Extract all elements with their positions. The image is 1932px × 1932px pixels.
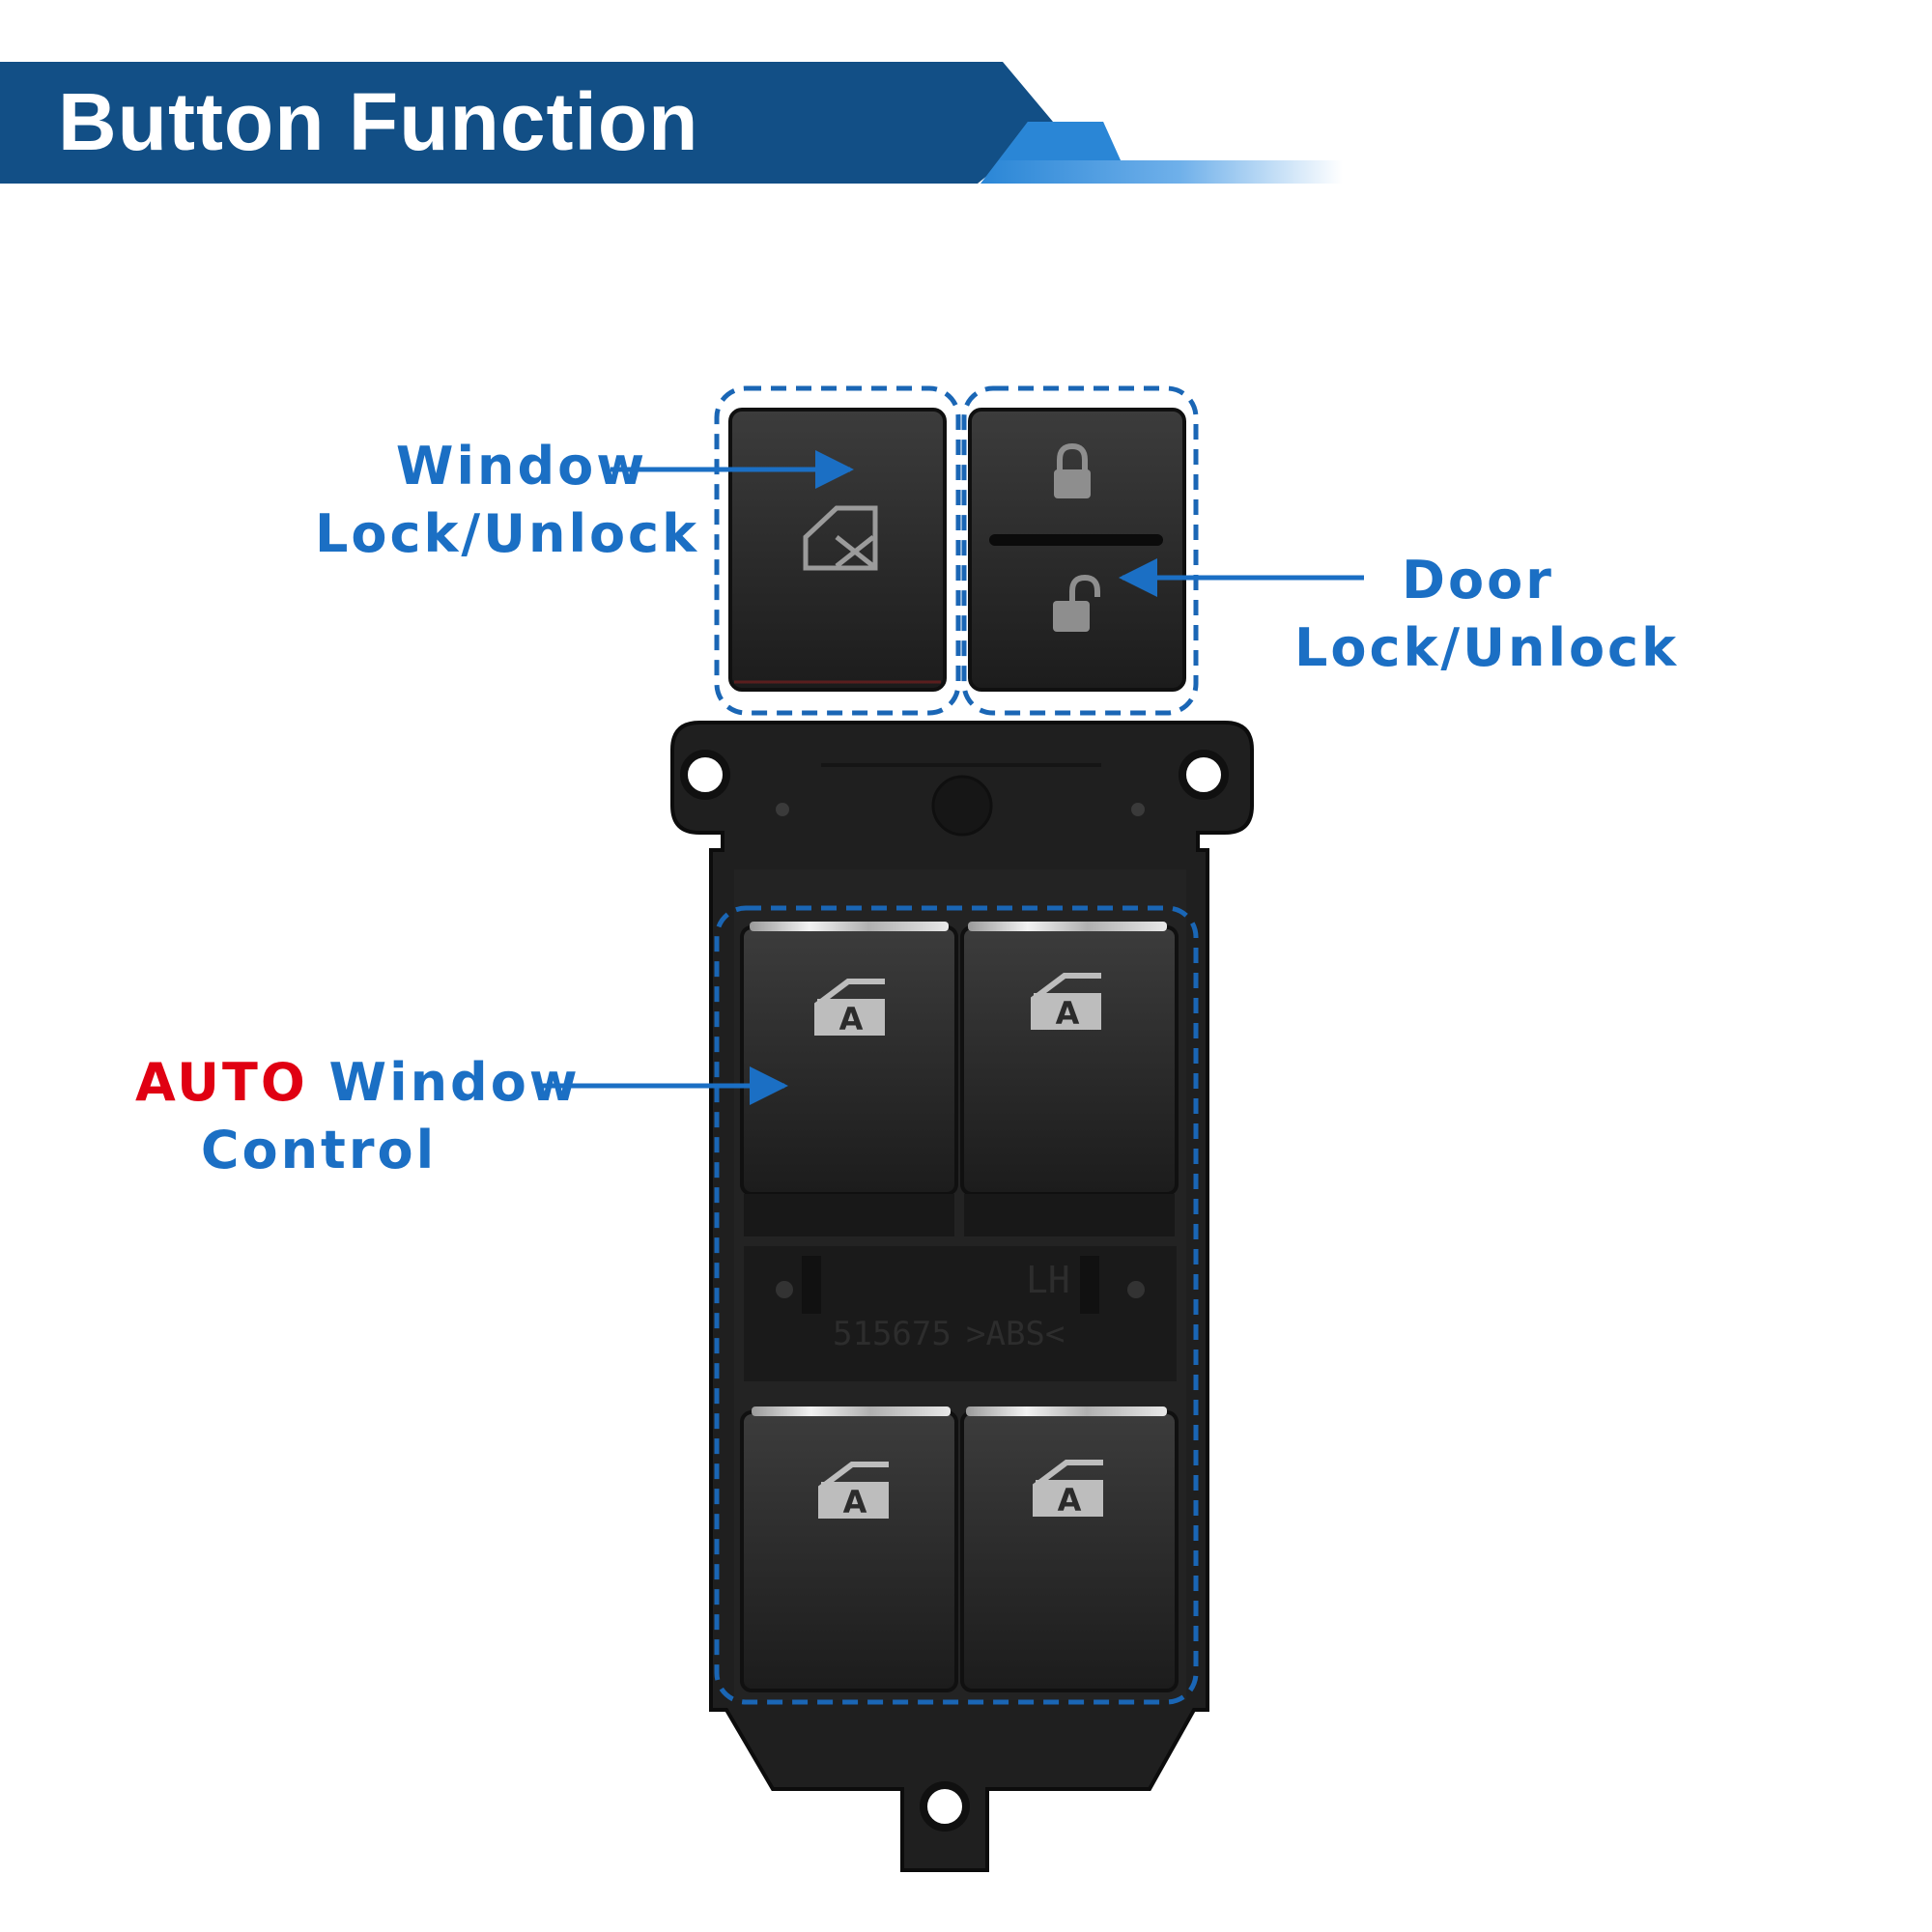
panel-body xyxy=(670,721,1254,1872)
window-lock-callout-outline xyxy=(714,385,961,716)
door-lock-label-line1: Door xyxy=(1402,550,1554,611)
svg-text:A: A xyxy=(843,1484,867,1520)
page-title: Button Function xyxy=(58,76,699,167)
window-lock-label-line2: Lock/Unlock xyxy=(315,503,699,564)
door-lock-label: Door Lock/Unlock xyxy=(1294,547,1679,682)
marking-part-no: 515675 xyxy=(833,1315,952,1353)
auto-highlight: AUTO xyxy=(135,1052,308,1113)
auto-window-button-front-right[interactable]: A xyxy=(960,922,1179,1236)
door-lock-callout-outline xyxy=(961,385,1199,716)
window-lock-icon xyxy=(803,505,878,571)
window-lock-label: Window Lock/Unlock xyxy=(315,433,699,568)
auto-window-button-rear-right[interactable]: A xyxy=(960,1406,1179,1692)
auto-window-icon: A xyxy=(814,979,885,1037)
svg-text:A: A xyxy=(1058,1482,1082,1519)
mounting-hole-right xyxy=(1179,750,1229,800)
padlock-open-icon xyxy=(1053,574,1100,632)
auto-window-label-line2: Control xyxy=(200,1120,438,1180)
mounting-hole-bottom xyxy=(920,1781,970,1832)
auto-window-icon: A xyxy=(818,1462,889,1520)
auto-window-button-front-left[interactable]: A xyxy=(740,922,958,1236)
auto-window-button-rear-left[interactable]: A xyxy=(740,1406,958,1692)
auto-window-icon: A xyxy=(1033,1460,1103,1519)
auto-window-label-line1: Window xyxy=(307,1052,581,1113)
auto-window-label: AUTO Window Control xyxy=(135,1049,578,1184)
marking-side: LH xyxy=(1026,1259,1070,1301)
svg-text:A: A xyxy=(1056,995,1080,1032)
auto-window-callout-outline xyxy=(714,905,1199,1705)
window-lock-button[interactable] xyxy=(728,408,947,692)
auto-window-icon: A xyxy=(1031,973,1101,1032)
window-lock-label-line1: Window xyxy=(395,436,648,497)
header-banner xyxy=(0,62,1343,184)
door-lock-rocker[interactable] xyxy=(968,408,1186,692)
marking-material: >ABS< xyxy=(966,1315,1065,1353)
door-lock-label-line2: Lock/Unlock xyxy=(1294,617,1679,678)
mounting-hole-left xyxy=(680,750,730,800)
svg-text:A: A xyxy=(839,1001,864,1037)
padlock-closed-icon xyxy=(1054,442,1091,498)
